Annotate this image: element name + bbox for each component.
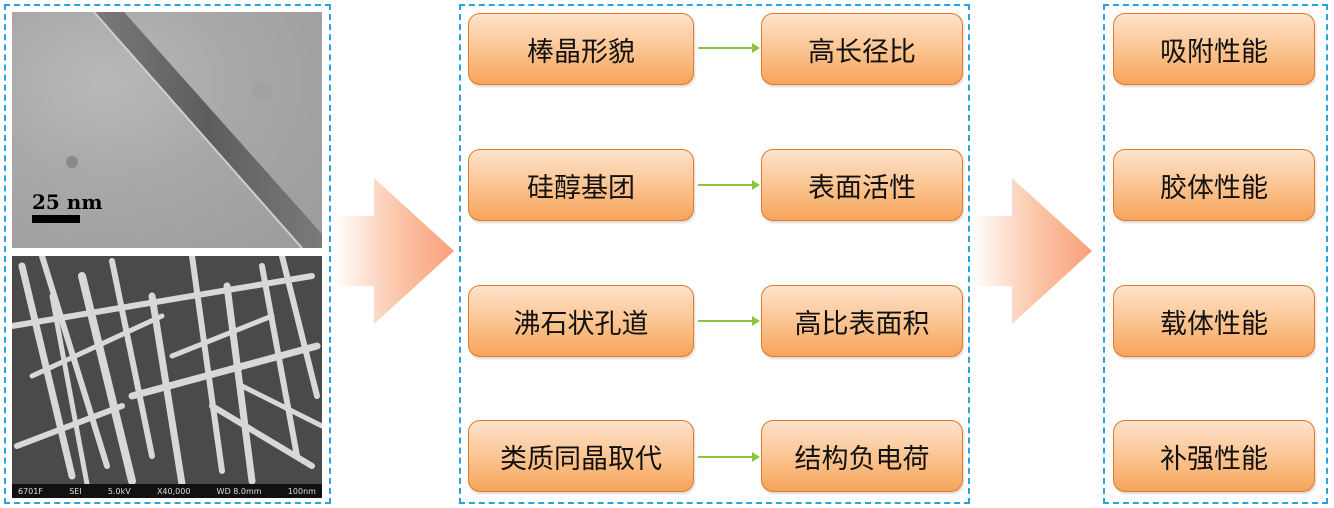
tem-rod-graphic [66,12,322,248]
sem-info-model: 6701F [18,486,43,496]
row-arrow-2 [698,180,760,190]
cause-node-zeolitic-channels: 沸石状孔道 [468,285,694,357]
property-node-colloidal: 胶体性能 [1113,149,1315,221]
row-arrows [698,43,760,462]
effect-node-aspect-ratio: 高长径比 [761,13,963,85]
tem-scale-label: 25 nm [32,190,103,214]
sem-image [12,256,322,484]
sem-info-voltage: 5.0kV [107,486,131,496]
cause-node-silanol-groups: 硅醇基团 [468,149,694,221]
sem-info-magnification: X40,000 [156,486,191,496]
tem-image: 25 nm [12,12,322,248]
effect-node-surface-activity: 表面活性 [761,149,963,221]
sem-info-strip: 6701F SEI 5.0kV X40,000 WD 8.0mm 100nm [12,484,322,498]
sem-rods-graphic [12,256,322,484]
tem-scale-bar [32,215,80,223]
sem-info-scale: 100nm [287,486,316,496]
structure-panel [459,4,970,504]
cause-node-isomorphous-substitution: 类质同晶取代 [468,420,694,492]
sem-info-wd: WD 8.0mm [216,486,262,496]
property-node-adsorption: 吸附性能 [1113,13,1315,85]
big-arrow-2 [972,178,1092,324]
property-node-carrier: 载体性能 [1113,285,1315,357]
sem-info-mode: SEI [69,486,82,496]
micrograph-panel [4,4,331,504]
property-node-reinforcement: 补强性能 [1113,420,1315,492]
row-arrow-1 [698,43,760,53]
big-arrow-1 [334,178,454,324]
row-arrow-3 [698,316,760,326]
effect-node-structural-charge: 结构负电荷 [761,420,963,492]
properties-panel [1103,4,1328,504]
cause-node-rod-morphology: 棒晶形貌 [468,13,694,85]
effect-node-specific-surface-area: 高比表面积 [761,285,963,357]
row-arrow-4 [698,452,760,462]
